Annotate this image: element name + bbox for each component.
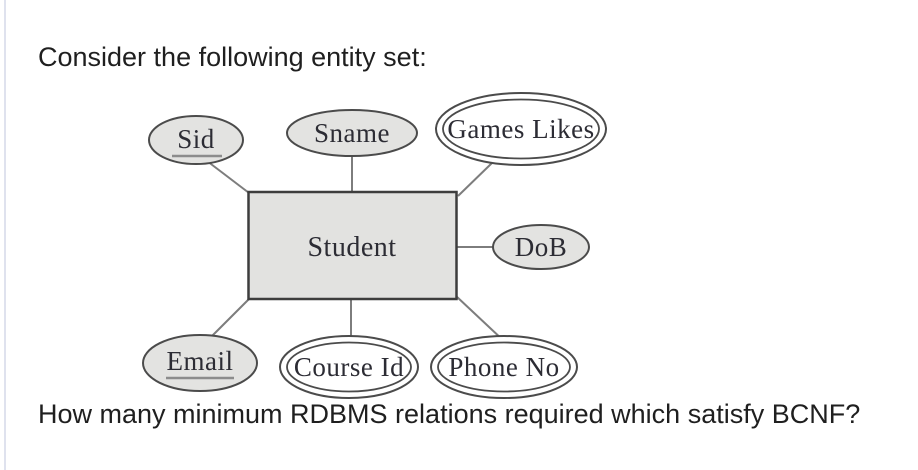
attribute-course-id-inner-ellipse <box>286 341 412 393</box>
attribute-course-id-label: Course Id <box>294 352 404 382</box>
question-text: How many minimum RDBMS relations require… <box>38 399 861 429</box>
connector-lines <box>206 155 506 343</box>
connector-games-likes <box>457 161 494 197</box>
attribute-phone-no-outer-ellipse <box>430 335 578 399</box>
left-edge-divider <box>4 0 6 470</box>
attribute-phone-no-label: Phone No <box>448 352 559 382</box>
attribute-dob-label: DoB <box>515 232 568 262</box>
attribute-phone-no-inner-ellipse <box>437 341 571 393</box>
connector-phone-no <box>455 295 506 343</box>
attribute-sname-label: Sname <box>314 118 390 148</box>
attribute-sname-ellipse <box>286 109 418 157</box>
attribute-games-likes-inner-ellipse <box>442 98 600 160</box>
attribute-email-label: Email <box>167 346 234 376</box>
attribute-dob-ellipse <box>492 224 590 270</box>
intro-text: Consider the following entity set: <box>38 42 427 72</box>
attribute-course-id-outer-ellipse <box>279 335 419 399</box>
connector-email <box>206 295 253 342</box>
entity-student-box <box>247 190 458 301</box>
attribute-games-likes-outer-ellipse <box>435 92 607 166</box>
attribute-sid-ellipse <box>148 115 244 165</box>
attribute-games-likes-label: Games Likes <box>447 114 594 144</box>
entity-student-label: Student <box>307 232 396 263</box>
connector-sid <box>206 160 254 197</box>
attribute-sid-label: Sid <box>177 124 215 154</box>
